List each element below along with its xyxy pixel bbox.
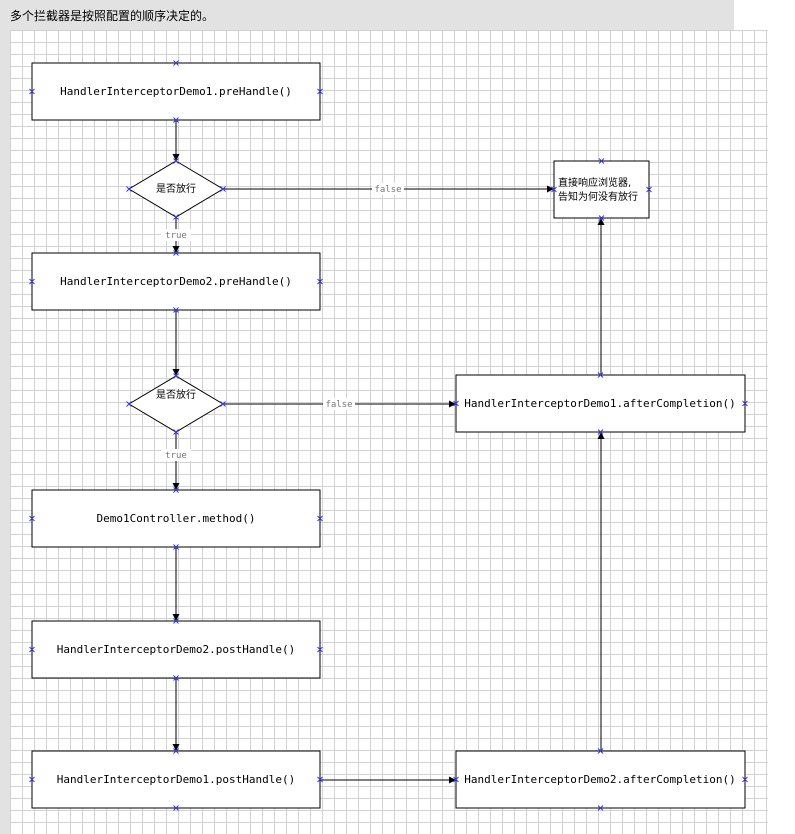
node-demo2-aftercompletion-label: HandlerInterceptorDemo2.afterCompletion(…	[464, 773, 736, 786]
connection-point-marker	[29, 278, 35, 285]
connection-point-marker	[220, 401, 226, 407]
node-decision-1-label: 是否放行	[156, 182, 196, 195]
connection-point-marker	[126, 186, 132, 192]
node-decision-2-label: 是否放行	[156, 388, 196, 401]
connection-point-marker	[173, 307, 179, 313]
edge-label-false-1: false	[374, 185, 401, 195]
connection-point-marker	[220, 186, 226, 192]
node-respond-line2: 告知为何没有放行	[558, 190, 638, 203]
connection-point-marker	[173, 487, 179, 493]
node-demo1-prehandle-label: HandlerInterceptorDemo1.preHandle()	[60, 85, 292, 98]
node-respond-line1: 直接响应浏览器,	[558, 176, 631, 189]
node-demo1-posthandle: HandlerInterceptorDemo1.postHandle()	[31, 750, 321, 809]
node-demo1-aftercompletion-label: HandlerInterceptorDemo1.afterCompletion(…	[464, 397, 736, 410]
caption-text: 多个拦截器是按照配置的顺序决定的。	[10, 9, 215, 23]
connection-point-marker	[29, 515, 35, 522]
node-demo1-prehandle: HandlerInterceptorDemo1.preHandle()	[31, 62, 321, 121]
node-demo2-posthandle-label: HandlerInterceptorDemo2.postHandle()	[57, 643, 295, 656]
connection-point-marker	[29, 646, 35, 653]
edge-label-false-2: false	[325, 400, 352, 410]
connection-point-marker	[551, 186, 557, 193]
connection-point-marker	[29, 776, 35, 783]
connection-point-marker	[317, 646, 323, 653]
connection-point-marker	[597, 372, 604, 378]
node-demo2-posthandle: HandlerInterceptorDemo2.postHandle()	[31, 620, 321, 679]
connection-point-marker	[29, 88, 35, 95]
connection-point-marker	[317, 776, 323, 783]
connection-point-marker	[173, 618, 179, 624]
edge-label-true-1: true	[165, 231, 187, 241]
connection-point-marker	[173, 748, 179, 754]
left-strip	[0, 30, 10, 834]
node-decision-2: 是否放行	[128, 375, 224, 433]
connection-point-marker	[453, 400, 459, 407]
node-controller-method-label: Demo1Controller.method()	[97, 512, 256, 525]
connection-point-marker	[173, 429, 179, 435]
node-demo1-posthandle-label: HandlerInterceptorDemo1.postHandle()	[57, 773, 295, 786]
connection-point-marker	[317, 515, 323, 522]
connection-point-marker	[173, 60, 179, 66]
caption-bar: 多个拦截器是按照配置的顺序决定的。	[0, 0, 734, 30]
connection-point-marker	[173, 158, 179, 164]
node-demo2-prehandle-label: HandlerInterceptorDemo2.preHandle()	[60, 275, 292, 288]
node-decision-1: 是否放行	[128, 160, 224, 218]
connection-point-marker	[646, 186, 652, 193]
connection-point-marker	[173, 675, 179, 681]
connection-point-marker	[742, 776, 748, 783]
connection-point-marker	[598, 215, 605, 221]
connection-point-marker	[598, 158, 605, 164]
connection-point-marker	[173, 250, 179, 256]
connection-point-marker	[317, 88, 323, 95]
edge-label-true-2: true	[165, 451, 187, 461]
node-respond-browser: 直接响应浏览器, 告知为何没有放行	[553, 160, 650, 219]
connection-point-marker	[453, 776, 459, 783]
connection-point-marker	[173, 544, 179, 550]
node-controller-method: Demo1Controller.method()	[31, 489, 321, 548]
connection-point-marker	[597, 805, 604, 811]
connection-point-marker	[173, 373, 179, 379]
connection-point-marker	[173, 805, 179, 811]
connection-point-marker	[597, 429, 604, 435]
node-demo2-prehandle: HandlerInterceptorDemo2.preHandle()	[31, 252, 321, 311]
node-demo1-aftercompletion: HandlerInterceptorDemo1.afterCompletion(…	[455, 374, 746, 433]
node-demo2-aftercompletion: HandlerInterceptorDemo2.afterCompletion(…	[455, 750, 746, 809]
connection-point-marker	[126, 401, 132, 407]
connection-point-marker	[173, 117, 179, 123]
connection-point-marker	[317, 278, 323, 285]
connection-point-markers	[29, 60, 748, 811]
connection-point-marker	[173, 214, 179, 220]
connection-point-marker	[742, 400, 748, 407]
connection-point-marker	[597, 748, 604, 754]
